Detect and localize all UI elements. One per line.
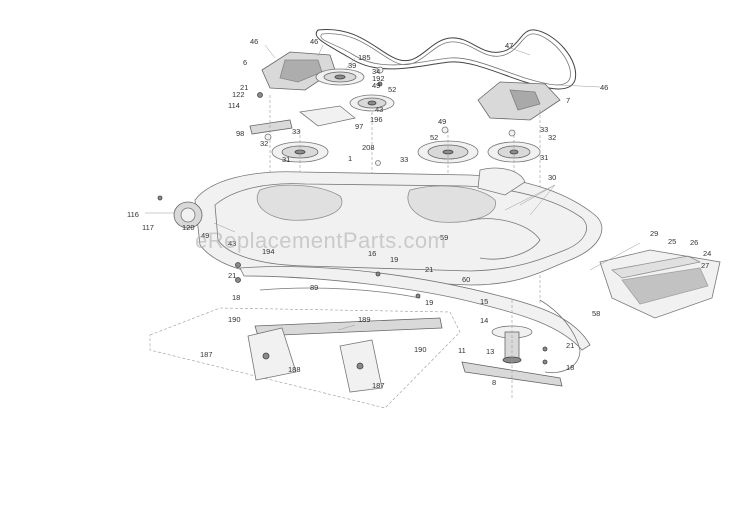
callout-18: 18 <box>566 363 574 372</box>
left-gauge-wheel <box>173 201 203 229</box>
callout-122: 122 <box>232 90 245 99</box>
front-baffle <box>239 266 591 351</box>
callout-32: 32 <box>260 139 268 148</box>
idler-arm <box>299 105 356 127</box>
callout-49: 49 <box>201 231 209 240</box>
callout-46: 46 <box>600 83 608 92</box>
callout-43: 43 <box>375 105 383 114</box>
callout-14: 14 <box>480 316 488 325</box>
callout-21: 21 <box>240 83 248 92</box>
callout-52: 52 <box>388 85 396 94</box>
callout-49: 49 <box>438 117 446 126</box>
callout-29: 29 <box>650 229 658 238</box>
callout-190: 190 <box>228 315 241 324</box>
callout-116: 116 <box>127 210 139 219</box>
callout-192: 192 <box>372 74 385 83</box>
callout-114: 114 <box>228 101 240 110</box>
callout-52: 52 <box>430 133 438 142</box>
callout-43: 43 <box>228 239 236 248</box>
callout-39: 39 <box>348 61 356 70</box>
callout-46: 46 <box>310 37 318 46</box>
mower-blade <box>461 361 563 387</box>
callout-60: 60 <box>462 275 470 284</box>
callout-59: 59 <box>440 233 448 242</box>
callout-31: 31 <box>540 153 548 162</box>
callout-18: 18 <box>232 293 240 302</box>
callout-6: 6 <box>243 58 247 67</box>
callout-13: 13 <box>486 347 494 356</box>
callout-19: 19 <box>390 255 398 264</box>
callout-188: 188 <box>288 365 301 374</box>
callout-196: 196 <box>370 115 383 124</box>
bracket <box>249 119 293 135</box>
callout-47: 47 <box>505 41 513 50</box>
center-idler-pulley <box>349 94 395 112</box>
discharge-chute <box>599 249 721 319</box>
callout-16: 16 <box>368 249 376 258</box>
idler-pulley <box>315 68 365 86</box>
drive-belt <box>315 28 577 90</box>
callout-30: 30 <box>548 173 556 182</box>
callout-58: 58 <box>592 309 600 318</box>
callout-117: 117 <box>142 223 154 232</box>
callout-1: 1 <box>348 154 352 163</box>
callout-89: 89 <box>310 283 318 292</box>
callout-33: 33 <box>292 127 300 136</box>
mower-deck <box>194 167 603 286</box>
callout-189: 189 <box>358 315 371 324</box>
callout-187: 187 <box>200 350 213 359</box>
hanger-assembly-region <box>149 307 461 409</box>
callout-21: 21 <box>228 271 236 280</box>
callout-208: 208 <box>362 143 375 152</box>
callout-97: 97 <box>355 122 363 131</box>
callout-27: 27 <box>701 261 709 270</box>
callout-187: 187 <box>372 381 385 390</box>
callout-7: 7 <box>566 96 570 105</box>
callout-194: 194 <box>262 247 275 256</box>
callout-25: 25 <box>668 237 676 246</box>
callout-120: 120 <box>182 223 195 232</box>
callout-26: 26 <box>690 238 698 247</box>
callout-21: 21 <box>425 265 433 274</box>
callout-34: 34 <box>372 67 380 76</box>
callout-15: 15 <box>480 297 488 306</box>
callout-32: 32 <box>548 133 556 142</box>
callout-46: 46 <box>250 37 258 46</box>
callout-190: 190 <box>414 345 427 354</box>
callout-33: 33 <box>400 155 408 164</box>
callout-185: 185 <box>358 53 371 62</box>
callout-19: 19 <box>425 298 433 307</box>
callout-49: 49 <box>372 81 380 90</box>
callout-11: 11 <box>458 346 466 355</box>
callout-21: 21 <box>566 341 574 350</box>
callout-98: 98 <box>236 129 244 138</box>
left-hanger-bracket <box>247 327 297 381</box>
callout-24: 24 <box>703 249 711 258</box>
callout-33: 33 <box>540 125 548 134</box>
callout-8: 8 <box>492 378 496 387</box>
callout-31: 31 <box>282 155 290 164</box>
